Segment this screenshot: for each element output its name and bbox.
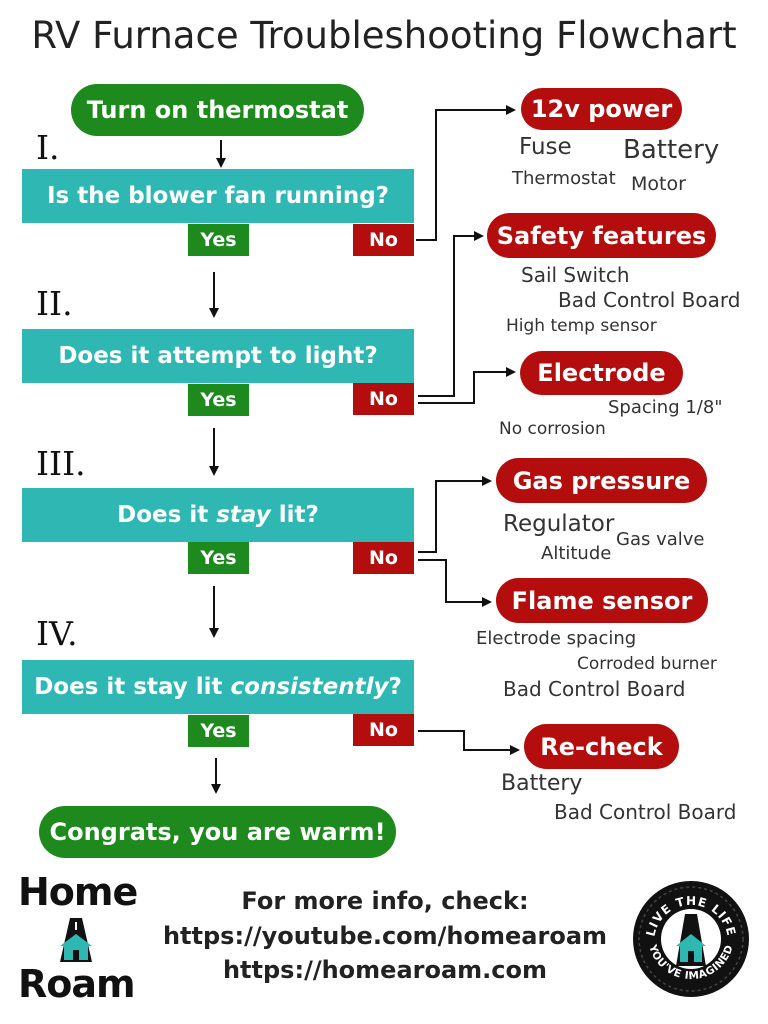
arrow-q2-no-to-electrode <box>418 367 516 404</box>
yes-label-4: Yes <box>188 715 249 747</box>
check-12v-power: 12v power <box>521 88 682 130</box>
cause-bad-control-board-2: Bad Control Board <box>503 677 686 701</box>
brand-word-home: Home <box>18 870 138 914</box>
cause-bad-control-board-1: Bad Control Board <box>558 288 741 312</box>
question-text-2: Does it attempt to light? <box>58 343 378 369</box>
step-numeral-3: III. <box>36 444 86 483</box>
check-flame-sensor: Flame sensor <box>496 578 708 623</box>
step-numeral-1: I. <box>36 128 60 167</box>
cause-motor: Motor <box>631 173 686 195</box>
no-label-3: No <box>353 542 414 574</box>
question-box-3: Does it stay lit? <box>22 488 414 542</box>
yes-label-1: Yes <box>188 224 249 256</box>
no-label-2: No <box>353 383 414 415</box>
question-text-3-pre: Does it <box>117 502 217 528</box>
brand-word-roam: Roam <box>18 962 136 1006</box>
arrow-q3-no-to-flame <box>418 559 492 607</box>
cause-corroded-burner: Corroded burner <box>577 654 717 674</box>
no-label-4: No <box>353 714 414 746</box>
road-house-icon <box>60 918 92 962</box>
footer-link-youtube[interactable]: https://youtube.com/homearoam <box>162 922 608 950</box>
cause-bad-control-board-3: Bad Control Board <box>554 800 737 824</box>
arrow-q1-no-to-12v <box>416 105 516 241</box>
question-text-4-emphasis: consistently <box>230 674 389 700</box>
cause-battery: Battery <box>623 135 720 165</box>
question-text-1: Is the blower fan running? <box>46 183 389 209</box>
cause-battery-recheck: Battery <box>501 771 583 796</box>
cause-high-temp-sensor: High temp sensor <box>506 316 657 336</box>
step-numeral-2: II. <box>36 284 73 323</box>
cause-electrode-spacing: Electrode spacing <box>476 628 637 649</box>
question-text-4-post: ? <box>388 674 402 700</box>
question-box-2: Does it attempt to light? <box>22 329 414 383</box>
arrow-q2-no-to-safety <box>418 231 484 397</box>
start-node: Turn on thermostat <box>71 84 364 136</box>
page-title: RV Furnace Troubleshooting Flowchart <box>31 14 737 57</box>
cause-no-corrosion: No corrosion <box>499 419 606 439</box>
cause-sail-switch: Sail Switch <box>521 263 630 287</box>
arrow-q3-no-to-gas <box>418 476 492 553</box>
cause-altitude: Altitude <box>541 543 612 564</box>
arrow-q4-no-to-recheck <box>418 730 520 755</box>
badge-logo: LIVE THE LIFE YOU'VE IMAGINED <box>632 880 750 998</box>
yes-label-3: Yes <box>188 542 249 574</box>
check-electrode: Electrode <box>520 351 683 395</box>
check-gas-pressure: Gas pressure <box>496 458 707 503</box>
footer-link-website[interactable]: https://homearoam.com <box>222 956 548 984</box>
question-box-1: Is the blower fan running? <box>22 169 414 223</box>
cause-regulator: Regulator <box>503 511 615 537</box>
end-node: Congrats, you are warm! <box>39 806 396 858</box>
question-box-4: Does it stay lit consistently? <box>22 660 414 714</box>
cause-gas-valve: Gas valve <box>616 529 705 550</box>
cause-spacing: Spacing 1/8" <box>608 397 723 418</box>
cause-fuse: Fuse <box>519 134 572 160</box>
question-text-4-pre: Does it stay lit <box>34 674 231 700</box>
cause-thermostat: Thermostat <box>512 168 616 189</box>
brand-logo: Home Roam A <box>18 870 138 1010</box>
footer-heading: For more info, check: <box>241 887 529 915</box>
question-text-3-post: lit? <box>270 502 319 528</box>
check-re-check: Re-check <box>524 724 679 769</box>
question-text-3-emphasis: stay <box>216 502 271 528</box>
step-numeral-4: IV. <box>36 614 78 653</box>
yes-label-2: Yes <box>188 384 249 416</box>
no-label-1: No <box>353 224 414 256</box>
check-safety-features: Safety features <box>487 213 716 258</box>
